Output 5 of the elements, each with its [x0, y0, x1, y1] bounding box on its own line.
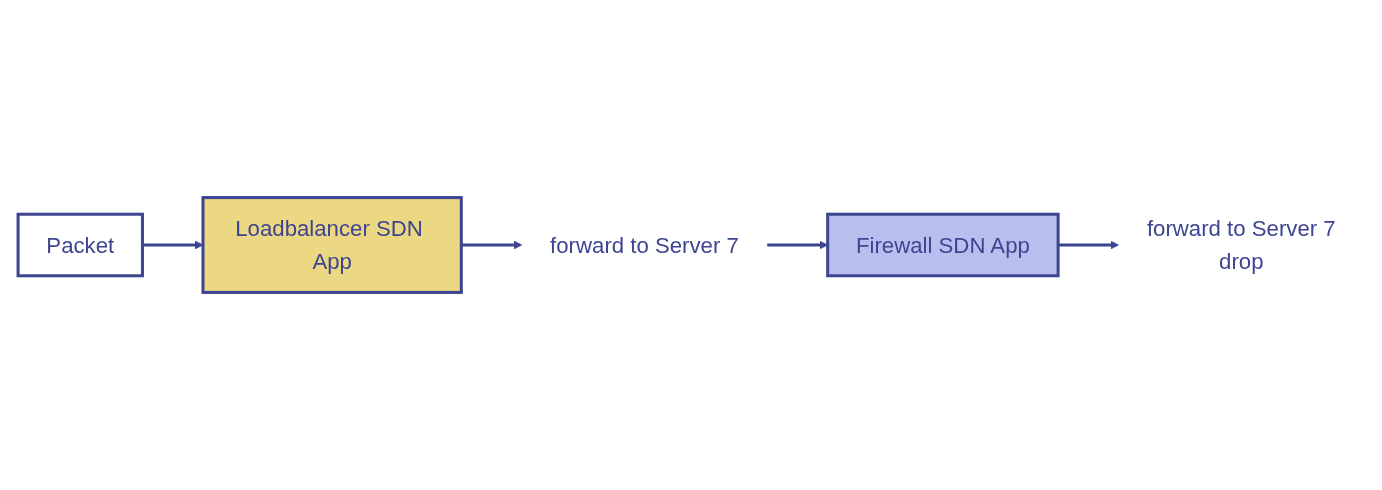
node-box: Firewall SDN App: [826, 212, 1060, 278]
node-box: Packet: [16, 212, 144, 278]
node-text: forward to Server 7: [550, 232, 739, 258]
node-box: Loadbalancer SDN App: [201, 196, 463, 294]
node-text: forward to Server 7 drop: [1146, 215, 1336, 275]
